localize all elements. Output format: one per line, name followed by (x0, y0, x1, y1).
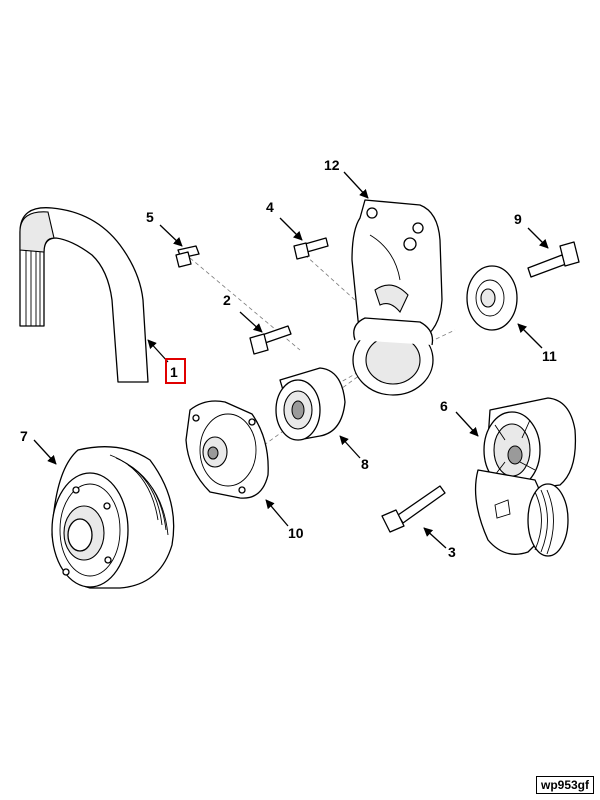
backing-plate-part (185, 400, 269, 499)
callout-1-highlight (165, 358, 186, 384)
callout-6: 6 (440, 398, 448, 414)
callout-10: 10 (288, 525, 304, 541)
callout-12: 12 (324, 157, 340, 173)
callout-11: 11 (542, 348, 557, 364)
callout-5: 5 (146, 209, 154, 225)
leader-lines (33, 171, 549, 549)
figure-reference-code: wp953gf (535, 776, 594, 794)
damper-pulley-part (51, 446, 175, 589)
bolt-4-part (293, 237, 329, 260)
bolt-2-part (249, 325, 292, 355)
callout-labels: 1 2 3 4 5 6 7 8 9 10 11 12 (20, 157, 557, 560)
bolt-3-part (381, 485, 446, 533)
callout-3: 3 (448, 544, 456, 560)
callout-4: 4 (266, 199, 274, 215)
bearing-pulley-part (275, 367, 346, 441)
mounting-bracket-part (351, 199, 443, 396)
belt-tensioner-part (474, 397, 577, 557)
callout-2: 2 (223, 292, 231, 308)
callout-8: 8 (361, 456, 369, 472)
bolt-9-part (527, 241, 580, 278)
callout-7: 7 (20, 428, 28, 444)
callout-1: 1 (170, 364, 178, 380)
idler-pulley-part (466, 265, 518, 331)
drive-belt-part (19, 207, 149, 383)
callout-9: 9 (514, 211, 522, 227)
small-bolt-part (175, 245, 200, 268)
